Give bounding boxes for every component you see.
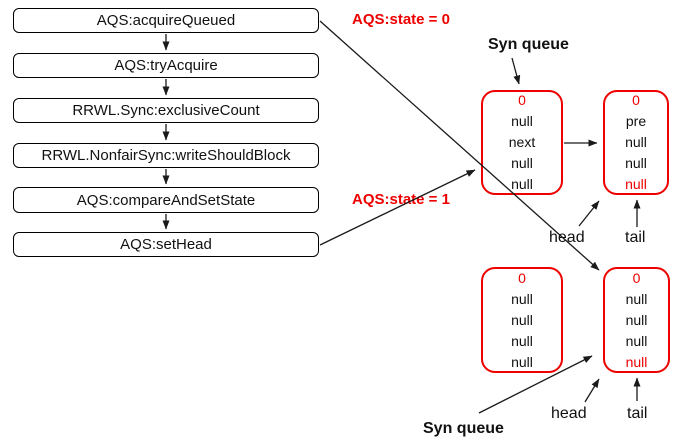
node-field: 0 — [518, 92, 526, 108]
node-field: null — [511, 155, 533, 171]
node-field: null — [511, 290, 533, 307]
node-field: null — [625, 134, 647, 150]
syn-queue-top-arrow-icon — [511, 57, 521, 85]
queue-node-top-right: 0 pre null null null — [603, 90, 669, 195]
node-field: 0 — [632, 269, 641, 286]
head-bottom-arrow-icon — [584, 378, 600, 403]
state-one-label: AQS:state = 1 — [352, 191, 450, 208]
syn-queue-top-label: Syn queue — [488, 36, 569, 53]
node-field: null — [625, 176, 647, 192]
flowchart-step-exclusivecount: RRWL.Sync:exclusiveCount — [13, 98, 319, 123]
node-field: null — [511, 113, 533, 129]
head-pointer-bottom-label: head — [551, 405, 587, 422]
node-field: next — [508, 134, 536, 150]
flowchart-step-compareandsetstate: AQS:compareAndSetState — [13, 187, 319, 213]
node-field: null — [625, 332, 648, 349]
queue-node-bottom-right: 0 null null null null — [603, 267, 670, 373]
syn-queue-bottom-label: Syn queue — [423, 420, 504, 437]
flowchart-step-sethead: AQS:setHead — [13, 232, 319, 257]
node-field: 0 — [518, 269, 526, 286]
head-pointer-top-label: head — [549, 229, 585, 246]
queue-node-bottom-left: 0 null null null null — [481, 267, 563, 373]
node-field: 0 — [632, 92, 640, 108]
state-zero-label: AQS:state = 0 — [352, 11, 450, 28]
flowchart-step-acquirequeued: AQS:acquireQueued — [13, 8, 319, 33]
tail-pointer-top-label: tail — [625, 229, 646, 246]
node-field: pre — [625, 113, 647, 129]
head-top-arrow-icon — [578, 200, 600, 227]
node-field: null — [511, 311, 533, 328]
flowchart-step-writeshouldblock: RRWL.NonfairSync:writeShouldBlock — [13, 143, 319, 168]
node-field: null — [625, 311, 648, 328]
queue-node-top-left: 0 null next null null — [481, 90, 563, 195]
node-field: null — [511, 176, 533, 192]
node-field: null — [625, 155, 647, 171]
tail-pointer-bottom-label: tail — [627, 405, 648, 422]
node-field: null — [625, 290, 648, 307]
node-field: null — [511, 353, 533, 370]
node-field: null — [625, 353, 648, 370]
node-field: null — [511, 332, 533, 349]
flowchart-step-tryacquire: AQS:tryAcquire — [13, 53, 319, 78]
